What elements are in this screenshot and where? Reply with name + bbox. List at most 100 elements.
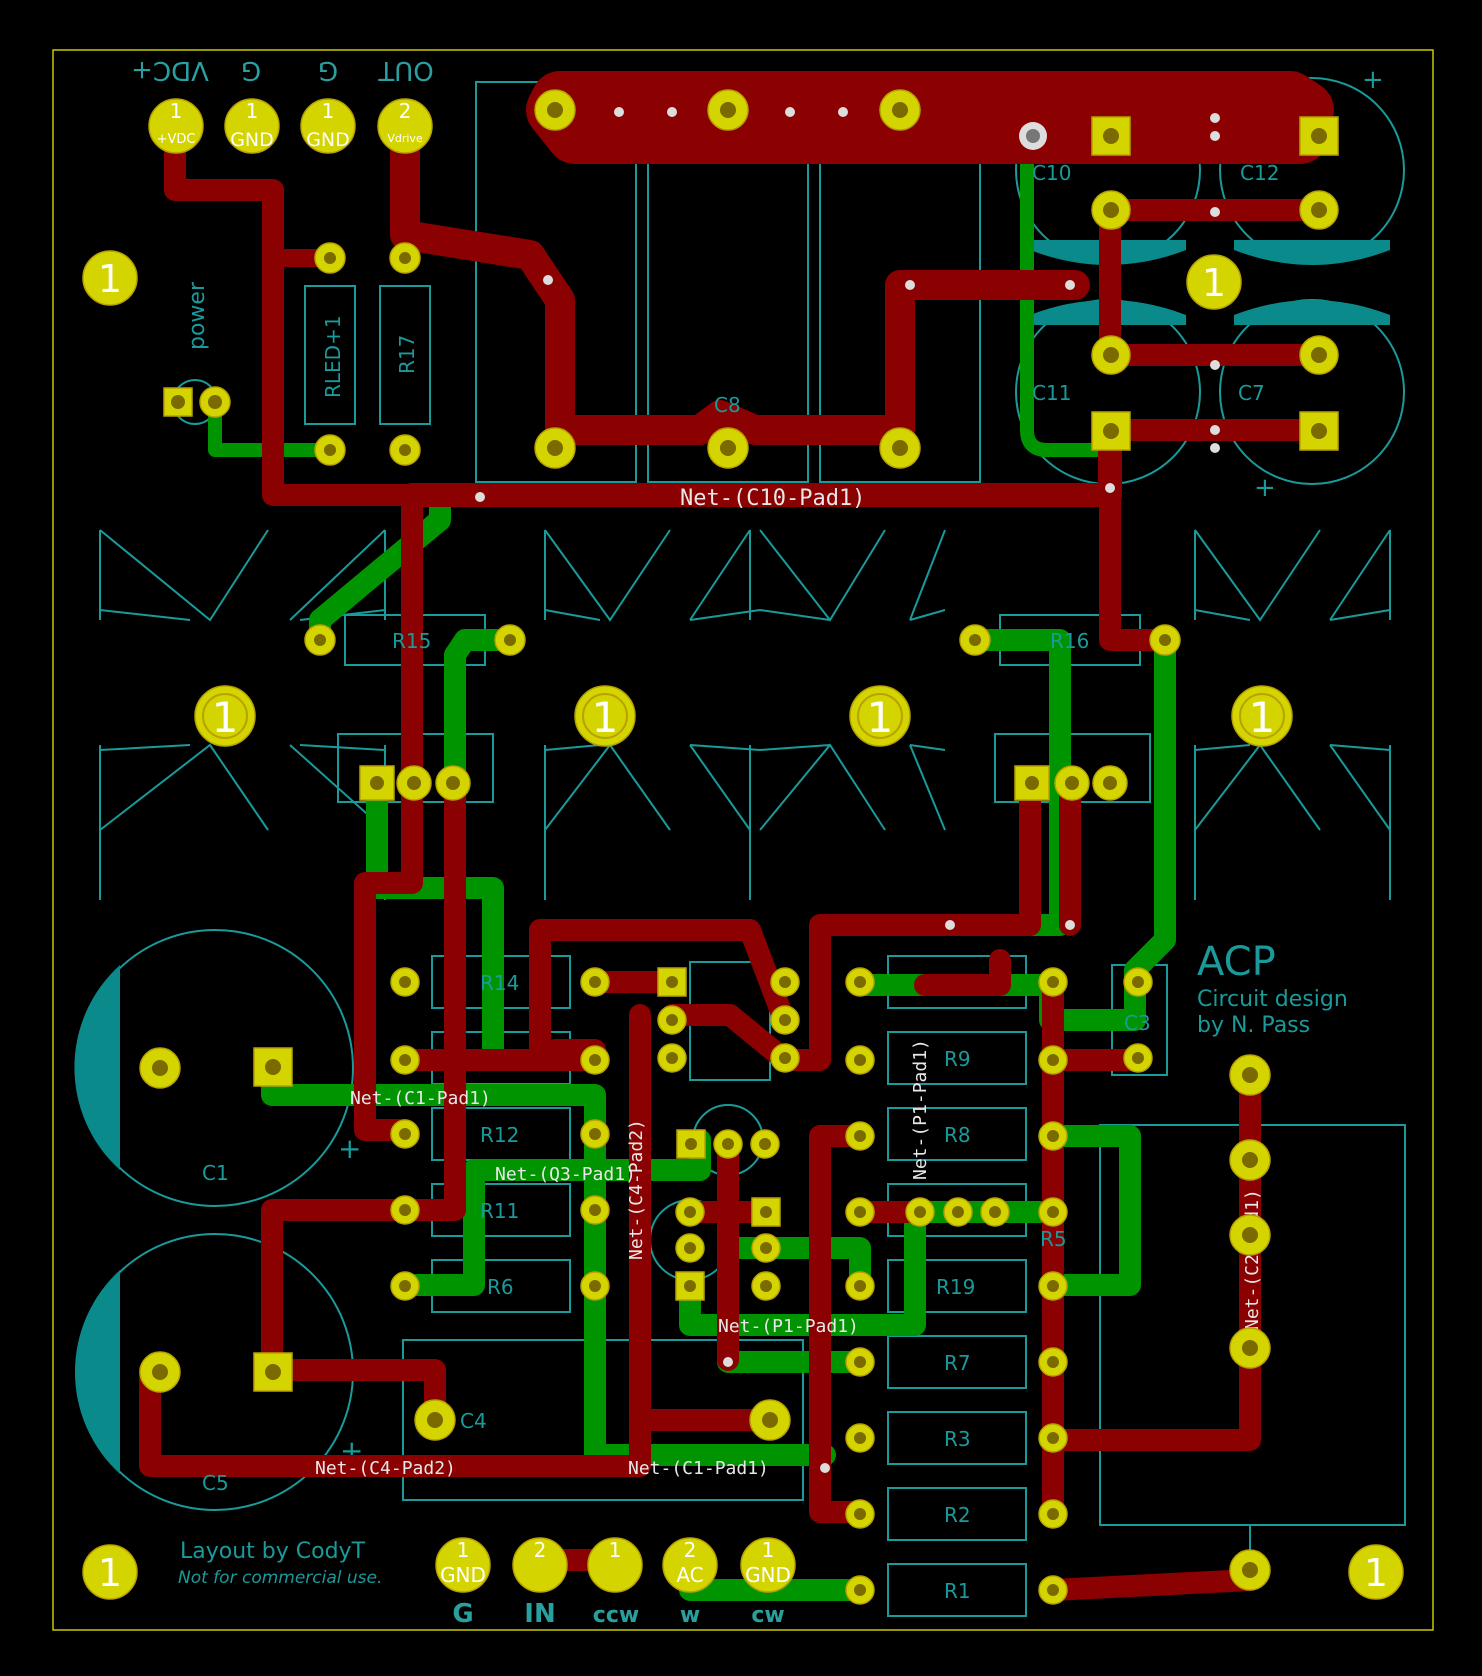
mount-hole: 1 bbox=[1231, 685, 1293, 747]
net-label-q3: Net-(Q3-Pad1) bbox=[495, 1164, 636, 1185]
title-name: ACP bbox=[1197, 939, 1276, 985]
component-refs: power RLED+1 R17 C8 C10 C12 C11 C7 R15 R… bbox=[185, 161, 1279, 1603]
bottom-label-in: IN bbox=[524, 1599, 555, 1629]
ref-rled: RLED+1 bbox=[321, 315, 345, 398]
svg-text:1: 1 bbox=[212, 693, 239, 742]
credit-layout: Layout by CodyT bbox=[180, 1539, 366, 1564]
svg-text:2: 2 bbox=[399, 99, 412, 123]
bottom-connectors: 1 GND 2 1 2 AC 1 GND bbox=[435, 1537, 796, 1593]
svg-text:1: 1 bbox=[322, 99, 335, 123]
ref-r5: R5 bbox=[1040, 1227, 1067, 1251]
svg-text:1: 1 bbox=[1249, 693, 1276, 742]
ref-c3: C3 bbox=[1124, 1011, 1151, 1035]
connector-ccw: 1 bbox=[587, 1537, 643, 1593]
mount-hole: 1 bbox=[849, 685, 911, 747]
bottom-label-w: w bbox=[680, 1603, 700, 1628]
mounting-holes: 1 1 1 1 1 1 1 1 bbox=[82, 250, 1404, 1600]
ref-c12: C12 bbox=[1240, 161, 1279, 185]
connector-gnd-2: 1 GND bbox=[300, 98, 356, 154]
svg-text:GND: GND bbox=[230, 129, 274, 151]
svg-text:1: 1 bbox=[609, 1538, 622, 1562]
title-block: ACP Circuit design by N. Pass Layout by … bbox=[178, 939, 1348, 1588]
svg-text:1: 1 bbox=[592, 693, 619, 742]
pads-generic bbox=[139, 89, 1339, 1605]
mount-hole: 1 bbox=[194, 685, 256, 747]
bottom-labels: G IN ccw w cw bbox=[452, 1599, 784, 1629]
svg-text:2: 2 bbox=[684, 1538, 697, 1562]
header-vdc: VDC+ bbox=[131, 55, 209, 85]
svg-text:1: 1 bbox=[762, 1538, 775, 1562]
svg-text:+: + bbox=[338, 1132, 361, 1165]
ref-r12: R12 bbox=[480, 1123, 519, 1147]
ref-r3: R3 bbox=[944, 1427, 971, 1451]
bottom-label-ccw: ccw bbox=[593, 1603, 639, 1628]
ref-r1: R1 bbox=[944, 1579, 971, 1603]
svg-text:1: 1 bbox=[867, 693, 894, 742]
ref-power: power bbox=[185, 281, 210, 350]
mount-hole: 1 bbox=[1186, 254, 1242, 310]
net-label-p1-pad1-horizontal: Net-(P1-Pad1) bbox=[718, 1316, 859, 1337]
connector-vdc: 1 +VDC bbox=[148, 98, 204, 154]
svg-text:1: 1 bbox=[98, 257, 122, 301]
connector-gnd-1: 1 GND bbox=[224, 98, 280, 154]
ref-c4: C4 bbox=[460, 1409, 487, 1433]
credit-note: Not for commercial use. bbox=[178, 1568, 382, 1588]
svg-text:+VDC: +VDC bbox=[157, 132, 196, 147]
ref-r15: R15 bbox=[392, 629, 431, 653]
bottom-label-g: G bbox=[452, 1599, 473, 1629]
silkscreen-outlines: + + + bbox=[74, 65, 1406, 1617]
mount-hole: 1 bbox=[1348, 1544, 1404, 1600]
svg-text:AC: AC bbox=[676, 1563, 703, 1587]
header-labels: VDC+ G G OUT bbox=[131, 55, 434, 85]
ref-c10: C10 bbox=[1032, 161, 1071, 185]
top-connectors: 1 +VDC 1 GND 1 GND 2 Vdrive bbox=[148, 98, 433, 154]
ref-r6: R6 bbox=[487, 1275, 514, 1299]
svg-text:GND: GND bbox=[440, 1563, 486, 1587]
svg-text:1: 1 bbox=[457, 1538, 470, 1562]
title-line2: by N. Pass bbox=[1197, 1013, 1310, 1038]
ref-r17: R17 bbox=[395, 335, 419, 374]
net-label-p1-pad1-vertical: Net-(P1-Pad1) bbox=[910, 1039, 931, 1180]
net-label-c4-pad2-vertical: Net-(C4-Pad2) bbox=[626, 1119, 647, 1260]
svg-text:1: 1 bbox=[1202, 261, 1226, 305]
ref-c8: C8 bbox=[714, 393, 741, 417]
mount-hole: 1 bbox=[574, 685, 636, 747]
ref-r8: R8 bbox=[944, 1123, 971, 1147]
header-g1: G bbox=[241, 55, 261, 85]
net-label-c1-pad1-a: Net-(C1-Pad1) bbox=[350, 1088, 491, 1109]
net-label-c2-pad1-vertical: Net-(C2-Pad1) bbox=[1242, 1189, 1263, 1330]
connector-g: 1 GND bbox=[435, 1537, 491, 1593]
ref-r19: R19 bbox=[936, 1275, 975, 1299]
mount-hole: 1 bbox=[82, 250, 138, 306]
header-out: OUT bbox=[378, 55, 433, 85]
svg-text:+: + bbox=[1362, 65, 1384, 95]
ref-c5: C5 bbox=[202, 1471, 229, 1495]
ref-r7: R7 bbox=[944, 1351, 971, 1375]
ref-c11: C11 bbox=[1032, 381, 1071, 405]
svg-text:Vdrive: Vdrive bbox=[387, 132, 423, 145]
ref-r9: R9 bbox=[944, 1047, 971, 1071]
svg-text:1: 1 bbox=[1364, 1551, 1388, 1595]
mount-hole: 1 bbox=[82, 1544, 138, 1600]
net-label-c10-pad1: Net-(C10-Pad1) bbox=[680, 486, 865, 511]
svg-text:GND: GND bbox=[745, 1563, 791, 1587]
net-label-c4-pad2-horizontal: Net-(C4-Pad2) bbox=[315, 1458, 456, 1479]
net-label-c1-pad1-b: Net-(C1-Pad1) bbox=[628, 1458, 769, 1479]
ref-c7: C7 bbox=[1238, 381, 1265, 405]
bottom-label-cw: cw bbox=[751, 1603, 784, 1628]
header-g2: G bbox=[318, 55, 338, 85]
ref-r14: R14 bbox=[480, 971, 519, 995]
connector-cw: 1 GND bbox=[740, 1537, 796, 1593]
ref-c1: C1 bbox=[202, 1161, 229, 1185]
svg-text:1: 1 bbox=[246, 99, 259, 123]
svg-text:2: 2 bbox=[534, 1538, 547, 1562]
title-line1: Circuit design bbox=[1197, 987, 1348, 1012]
svg-text:1: 1 bbox=[98, 1551, 122, 1595]
board-edge bbox=[52, 49, 1434, 1631]
connector-out: 2 Vdrive bbox=[377, 98, 433, 154]
svg-text:1: 1 bbox=[170, 99, 183, 123]
svg-text:GND: GND bbox=[306, 129, 350, 151]
ref-r2: R2 bbox=[944, 1503, 971, 1527]
connector-w: 2 AC bbox=[662, 1537, 718, 1593]
